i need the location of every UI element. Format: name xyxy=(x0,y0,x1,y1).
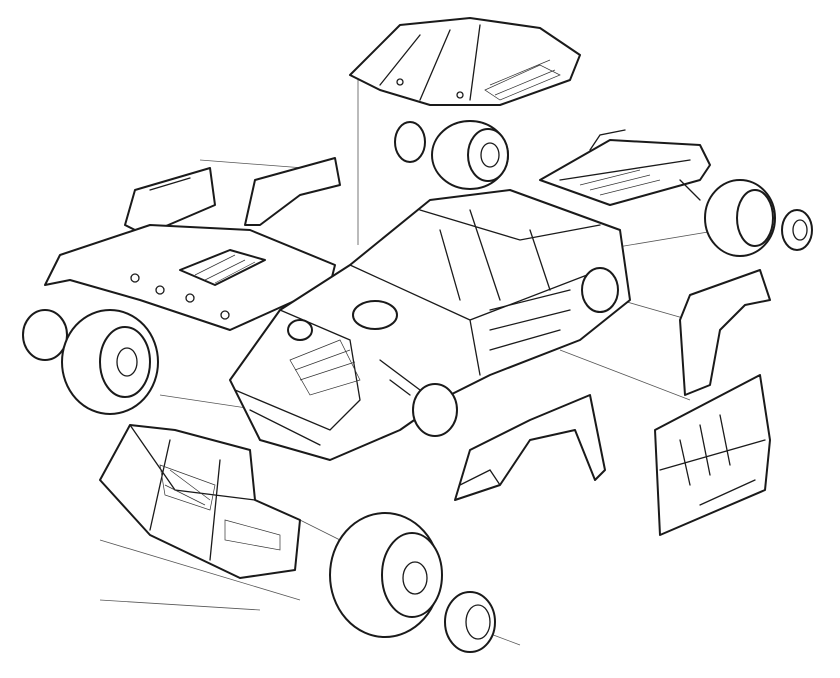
guide-lines xyxy=(99,80,721,646)
left-wheel xyxy=(22,309,159,415)
top-wheel xyxy=(394,120,509,190)
front-fender xyxy=(454,394,606,501)
door-panel-right xyxy=(244,157,341,226)
right-wheel xyxy=(704,179,813,257)
door-panel-left xyxy=(124,167,216,236)
chassis xyxy=(229,189,631,461)
rear-panel xyxy=(654,374,771,536)
bottom-wheel xyxy=(329,512,496,653)
hood xyxy=(44,224,336,331)
rear-wing xyxy=(539,129,711,206)
right-fender xyxy=(679,269,771,396)
roof-panel xyxy=(349,17,581,106)
front-bumper xyxy=(99,424,301,579)
